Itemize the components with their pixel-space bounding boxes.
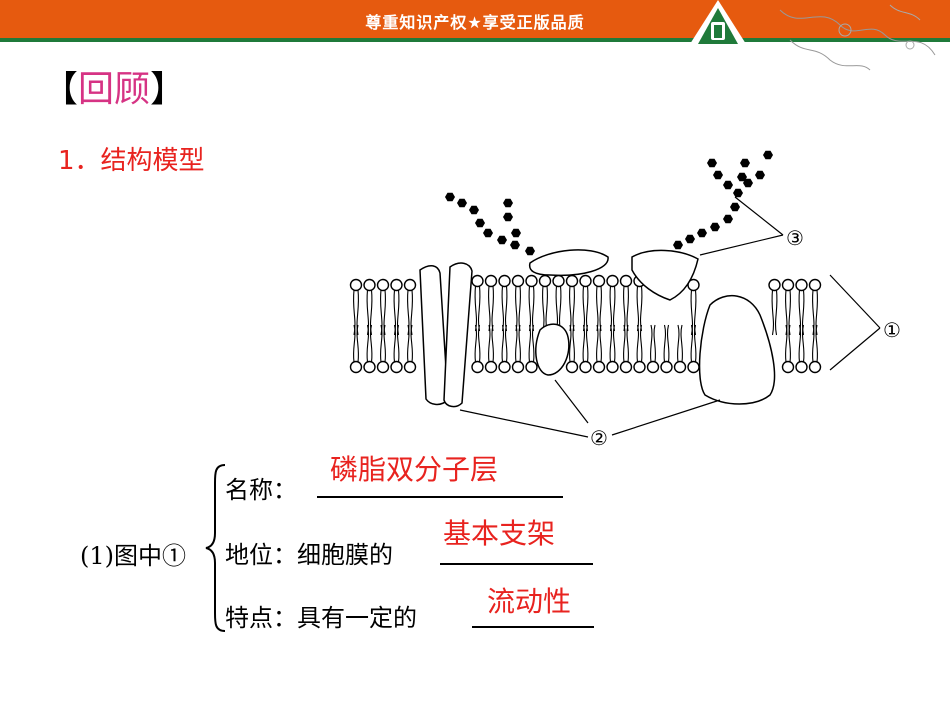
label-3: ③ [786, 226, 804, 250]
banner-text: 尊重知识产权★享受正版品质 [365, 13, 585, 32]
label-1: ① [883, 318, 901, 342]
row-feature-blank [472, 626, 594, 628]
bracket-open: 【 [42, 69, 79, 110]
curly-brace-icon [205, 464, 226, 632]
row-feature-answer: 流动性 [487, 585, 572, 618]
top-banner [0, 0, 950, 38]
section-heading: 1．结构模型 [58, 140, 205, 177]
question-prefix: (1)图中① [80, 542, 186, 570]
bracket-close: 】 [150, 69, 187, 110]
section-number: 1． [58, 146, 101, 176]
floral-decoration-icon [779, 4, 936, 71]
label-2: ② [590, 426, 608, 450]
row-role-answer: 基本支架 [443, 517, 556, 550]
row-name-label: 名称： [225, 476, 297, 504]
row-name-answer: 磷脂双分子层 [330, 453, 499, 486]
section-title: 结构模型 [100, 146, 205, 176]
row-name-blank [317, 496, 563, 498]
review-title: 【回顾】 [42, 60, 186, 112]
house-logo-icon [690, 0, 746, 44]
row-role-blank [440, 563, 593, 565]
row-feature-label: 特点：具有一定的 [225, 604, 417, 632]
cell-membrane-diagram: ③ ① ② [349, 150, 901, 450]
banner-stripe [0, 38, 950, 42]
review-label: 回顾 [78, 69, 151, 110]
row-role-label: 地位：细胞膜的 [225, 541, 393, 569]
